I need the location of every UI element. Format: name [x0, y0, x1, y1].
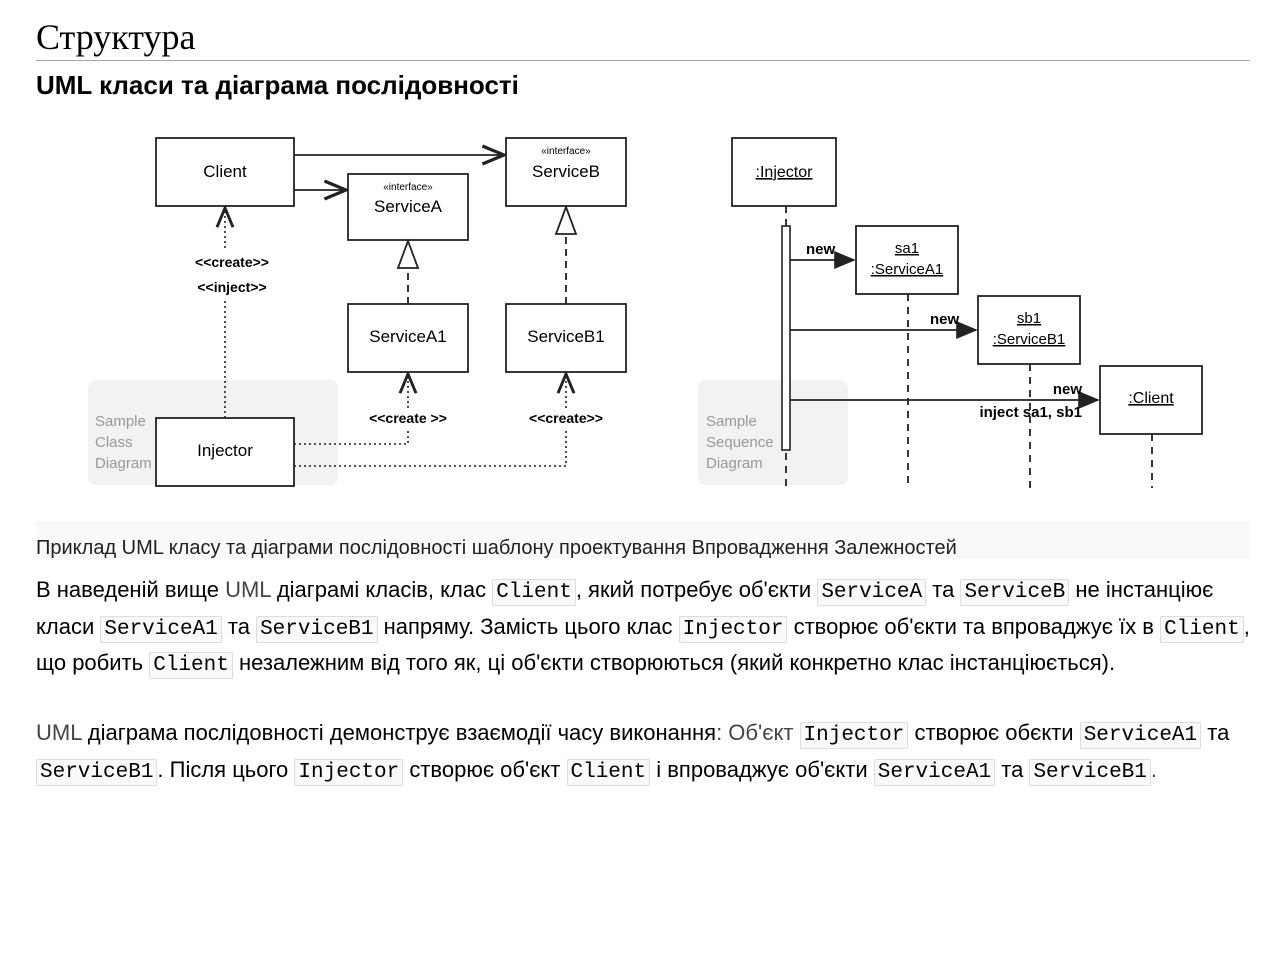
sb1-type-label: :ServiceB1 — [993, 331, 1066, 348]
sa1-type-label: :ServiceA1 — [871, 261, 944, 278]
service-b-label: ServiceB — [532, 162, 600, 181]
sa1-name-label: sa1 — [895, 240, 919, 257]
text: діаграмі класів, клас — [270, 577, 493, 602]
injector-class-box — [155, 417, 295, 487]
new-sa1-label: new — [806, 241, 836, 258]
injector-activation-bar — [781, 225, 791, 451]
text: , який потребує об'єкти — [575, 577, 818, 602]
code-serviceb1: ServiceB1 — [1029, 758, 1151, 786]
service-a1-label: ServiceA1 — [369, 327, 446, 346]
inject-dependency-label: <<inject>> — [197, 279, 266, 295]
text: : Об'єкт — [716, 720, 800, 745]
code-servicea1: ServiceA1 — [873, 758, 996, 786]
inject-message-label: inject sa1, sb1 — [979, 404, 1082, 421]
client-object-label: :Client — [1128, 390, 1174, 407]
code-serviceb: ServiceB — [960, 579, 1070, 606]
class-diagram: Sample Class Diagram Client «interface» … — [88, 137, 627, 487]
injector-class-label: Injector — [197, 441, 253, 460]
text: . Після цього — [157, 756, 295, 782]
figure-caption: Приклад UML класу та діаграми послідовно… — [36, 521, 1250, 559]
figure-caption-text: Приклад UML класу та діаграми послідовно… — [36, 537, 957, 559]
code-servicea1: ServiceA1 — [1079, 722, 1202, 749]
new-sb1-label: new — [930, 311, 960, 328]
code-client: Client — [1160, 615, 1244, 643]
text: В наведеній вище — [36, 577, 226, 602]
injector-object-label: :Injector — [756, 164, 814, 181]
paragraph-class-diagram: В наведеній вище UML діаграмі класів, кл… — [36, 573, 1250, 683]
create-a1-label: <<create >> — [369, 410, 447, 426]
service-a-label: ServiceA — [374, 197, 443, 216]
service-a-stereotype: «interface» — [383, 182, 433, 193]
new-client-label: new — [1053, 381, 1083, 398]
code-client: Client — [149, 652, 233, 679]
text: та — [926, 577, 961, 602]
service-b1-label: ServiceB1 — [527, 327, 604, 346]
uml-link[interactable]: UML — [225, 577, 271, 602]
uml-diagrams-svg: Sample Class Diagram Client «interface» … — [88, 137, 1203, 488]
code-injector: Injector — [799, 722, 909, 749]
service-b-box — [505, 137, 627, 207]
sequence-diagram: Sample Sequence Diagram :Injector sa1 :S… — [698, 137, 1203, 488]
text: не інстанціює класи — [36, 577, 1214, 639]
serviceb-realization-head — [554, 204, 578, 235]
text: створює об'єкт — [403, 756, 567, 782]
service-a1-box — [347, 303, 469, 373]
text: і впроваджує об'єкти — [650, 756, 874, 782]
code-injector: Injector — [294, 758, 404, 786]
uml-figure[interactable]: Sample Class Diagram Client «interface» … — [80, 120, 1210, 500]
create-b1-label: <<create>> — [529, 410, 603, 426]
client-class-box — [155, 137, 295, 207]
sa1-object-box — [855, 225, 959, 295]
code-servicea1: ServiceA1 — [100, 615, 222, 643]
text: діаграма послідовності демонструє взаємо… — [81, 720, 717, 745]
text: . — [1150, 756, 1157, 782]
text: напряму. Замість цього клас — [377, 613, 679, 639]
injector-object-box — [731, 137, 837, 207]
dependency-label-backdrop — [184, 250, 268, 298]
text: та — [1201, 720, 1230, 745]
client-class-label: Client — [203, 162, 247, 181]
text: незалежним від того як, ці об'єкти створ… — [232, 650, 1116, 675]
injector-to-servicea1-dependency — [294, 374, 408, 445]
code-client: Client — [566, 758, 651, 786]
code-servicea: ServiceA — [817, 579, 927, 606]
class-sample-line-1: Sample — [95, 413, 146, 430]
code-serviceb1: ServiceB1 — [36, 758, 158, 786]
create-dependency-label: <<create>> — [195, 254, 269, 270]
code-client: Client — [492, 579, 576, 606]
text: та — [995, 756, 1030, 782]
text: , що робить — [36, 613, 1250, 676]
class-sample-line-2: Class — [95, 434, 133, 451]
code-injector: Injector — [678, 615, 788, 643]
paragraph-sequence-diagram: UML діаграма послідовності демонструє вз… — [36, 716, 1250, 789]
sequence-diagram-backdrop — [698, 380, 848, 485]
code-serviceb1: ServiceB1 — [256, 615, 378, 643]
injector-to-serviceb1-dependency — [294, 374, 566, 467]
sb1-object-box — [977, 295, 1081, 365]
uml-link[interactable]: UML — [36, 720, 82, 745]
service-b-stereotype: «interface» — [541, 146, 591, 157]
client-object-box — [1099, 365, 1203, 435]
text: створює обєкти — [908, 720, 1080, 745]
servicea-realization-head — [396, 238, 420, 269]
text: створює об'єкти та впроваджує їх в — [787, 613, 1161, 639]
sb1-name-label: sb1 — [1017, 310, 1041, 327]
class-sample-line-3: Diagram — [95, 455, 152, 472]
page-title: Структура — [36, 14, 1250, 61]
sequence-sample-line-1: Sample — [706, 413, 757, 430]
sequence-sample-line-3: Diagram — [706, 455, 763, 472]
sequence-sample-line-2: Sequence — [706, 434, 774, 451]
section-subtitle: UML класи та діаграма послідовності — [36, 70, 519, 100]
text: та — [221, 613, 257, 639]
